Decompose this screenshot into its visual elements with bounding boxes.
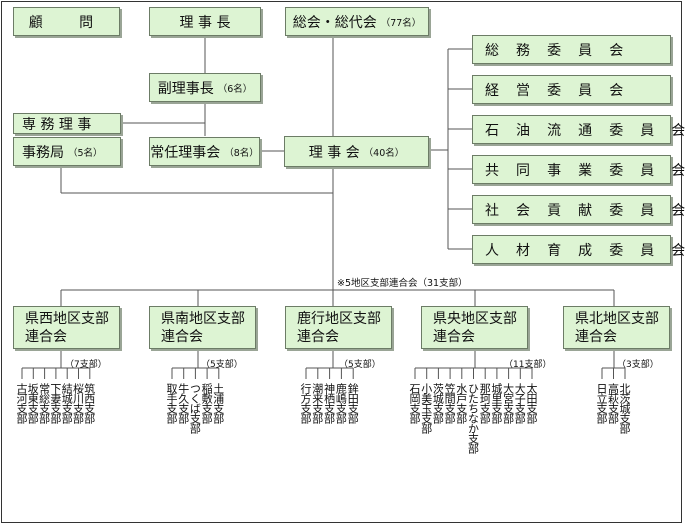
senmu-riji-label: 専 務 理 事 <box>22 116 92 133</box>
branch-0-3: 下妻支部 <box>48 383 62 423</box>
branch-3-2: 茨城支部 <box>431 383 445 423</box>
branch-0-0: 古河支部 <box>15 383 28 423</box>
branch-3-6: 那珂支部 <box>478 383 492 423</box>
district-kensei-count: （7支部） <box>65 360 107 370</box>
branch-2-4: 鉾田支部 <box>346 383 360 423</box>
branch-4-0: 日立支部 <box>595 383 608 423</box>
sokai-count: （77名） <box>380 17 422 29</box>
district-rokko-count: （5支部） <box>339 360 381 370</box>
committee-shakai-koken-label: 社 会 貢 献 委 員 会 <box>485 202 685 219</box>
branch-2-3: 鹿嶋支部 <box>334 383 348 423</box>
branch-3-5: ひたちなか支部 <box>466 383 480 453</box>
branch-4-2: 北茨城支部 <box>618 383 631 433</box>
jimukyoku-count: （5名） <box>68 147 103 159</box>
jimukyoku-label: 事務局 <box>22 144 64 161</box>
rijikai-count: （40名） <box>363 147 405 159</box>
committee-jinzai-ikusei-label: 人 材 育 成 委 員 会 <box>485 242 685 259</box>
committee-kyodo-jigyo-label: 共 同 事 業 委 員 会 <box>485 162 685 179</box>
branch-0-4: 結城支部 <box>60 383 74 423</box>
fukurijicho-count: （6名） <box>217 83 253 95</box>
district-kennan-count: （5支部） <box>201 360 243 370</box>
branch-0-2: 常総支部 <box>37 383 51 423</box>
committee-jinzai-ikusei: 人 材 育 成 委 員 会 <box>472 235 685 264</box>
branch-3-1: 小美玉支部 <box>419 383 433 433</box>
branch-3-10: 太田支部 <box>525 383 538 423</box>
district-kensei-line2: 連合会 <box>25 328 67 345</box>
komon-label: 顧 問 <box>28 14 105 31</box>
committee-keiei-label: 経 営 委 員 会 <box>485 82 630 99</box>
box-rijicho: 理 事 長 <box>149 7 261 36</box>
box-senmu-riji: 専 務 理 事 <box>13 113 121 134</box>
box-rijikai: 理 事 会（40名） <box>284 136 429 167</box>
branch-0-6: 筑西支部 <box>82 383 96 423</box>
box-jimukyoku: 事務局 （5名） <box>13 137 121 166</box>
branch-1-2: つくば支部 <box>188 383 202 433</box>
district-rokko-line1: 鹿行地区支部 <box>297 310 381 327</box>
district-kensei-line1: 県西地区支部 <box>25 310 109 327</box>
district-kenou: 県央地区支部連合会 <box>421 306 528 349</box>
committee-kyodo-jigyo: 共 同 事 業 委 員 会 <box>472 155 685 184</box>
committee-sekiyu-ryutsu-label: 石 油 流 通 委 員 会 <box>485 122 685 139</box>
committee-somu-label: 総 務 委 員 会 <box>485 42 630 59</box>
district-kenpoku-line1: 県北地区支部 <box>575 310 659 327</box>
branch-3-0: 石岡支部 <box>408 383 421 423</box>
committee-shakai-koken: 社 会 貢 献 委 員 会 <box>472 195 685 224</box>
branch-2-1: 潮来支部 <box>310 383 324 423</box>
branch-0-5: 桜川支部 <box>71 383 85 423</box>
district-kennan-line2: 連合会 <box>161 328 203 345</box>
branch-3-7: 城里支部 <box>489 383 503 423</box>
district-kenou-count: （11支部） <box>504 360 552 370</box>
district-note: ※5地区支部連合会（31支部） <box>337 278 468 289</box>
district-kenpoku-count: （3支部） <box>617 360 659 370</box>
rijicho-label: 理 事 長 <box>179 14 231 31</box>
box-jonin-rijikai: 常任理事会（8名） <box>149 137 260 166</box>
district-kenou-line1: 県央地区支部 <box>433 310 517 327</box>
branch-1-3: 稲敷支部 <box>200 383 214 423</box>
branch-2-0: 行方支部 <box>299 383 312 423</box>
box-fukurijicho: 副理事長（6名） <box>149 73 261 102</box>
branch-3-8: 大宮支部 <box>501 383 515 423</box>
district-kennan-line1: 県南地区支部 <box>161 310 245 327</box>
branch-4-1: 高萩支部 <box>606 383 620 423</box>
box-sokai: 総会・総代会（77名） <box>285 7 429 36</box>
branch-3-4: 水戸支部 <box>454 383 468 423</box>
district-rokko-line2: 連合会 <box>297 328 339 345</box>
branch-3-9: 大子支部 <box>513 383 527 423</box>
branch-1-0: 取手支部 <box>165 383 178 423</box>
sokai-label: 総会・総代会 <box>292 14 377 31</box>
jonin-rijikai-count: （8名） <box>224 147 259 159</box>
district-kenou-line2: 連合会 <box>433 328 475 345</box>
rijikai-label: 理 事 会 <box>308 144 360 161</box>
district-kenpoku: 県北地区支部連合会 <box>563 306 670 349</box>
branch-2-2: 神栖支部 <box>322 383 336 423</box>
district-rokko: 鹿行地区支部連合会 <box>285 306 392 349</box>
box-komon: 顧 問 <box>13 7 120 36</box>
branch-0-1: 坂東支部 <box>26 383 40 423</box>
committee-somu: 総 務 委 員 会 <box>472 35 671 64</box>
jonin-rijikai-label: 常任理事会 <box>150 144 221 161</box>
committee-sekiyu-ryutsu: 石 油 流 通 委 員 会 <box>472 115 685 144</box>
district-kennan: 県南地区支部連合会 <box>149 306 256 349</box>
district-kenpoku-line2: 連合会 <box>575 328 617 345</box>
fukurijicho-label: 副理事長 <box>157 80 214 97</box>
branch-3-3: 笠間支部 <box>443 383 457 423</box>
committee-keiei: 経 営 委 員 会 <box>472 75 671 104</box>
district-kensei: 県西地区支部連合会 <box>13 306 120 349</box>
branch-1-4: 土浦支部 <box>211 383 225 423</box>
branch-1-1: 牛久支部 <box>176 383 190 423</box>
